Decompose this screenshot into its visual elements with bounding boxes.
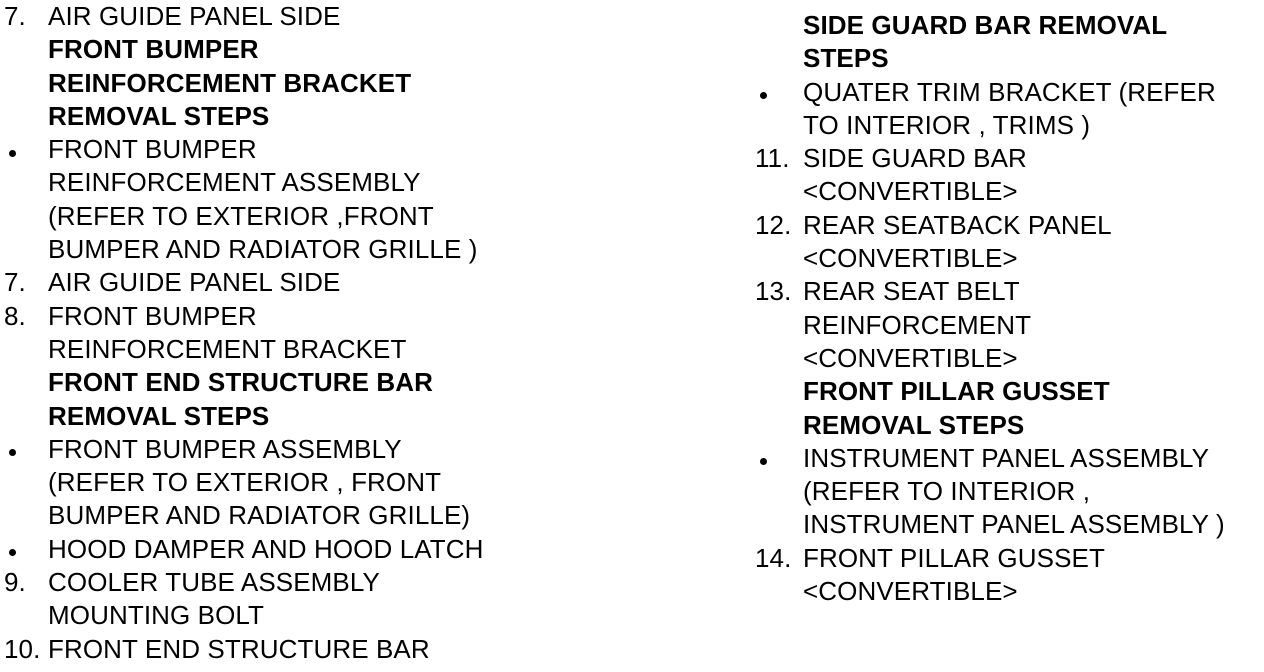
item-text: HOOD DAMPER AND HOOD LATCH — [48, 533, 484, 564]
item-text: FRONT BUMPER — [48, 300, 257, 331]
list-item: <CONVERTIBLE> — [755, 575, 1260, 608]
bullet-icon — [0, 433, 48, 466]
section-heading: FRONT PILLAR GUSSET — [755, 375, 1260, 408]
item-text: TO INTERIOR , TRIMS ) — [803, 109, 1091, 140]
item-text: REAR SEATBACK PANEL — [803, 209, 1112, 240]
list-item: INSTRUMENT PANEL ASSEMBLY ) — [755, 508, 1260, 541]
list-item: 13. REAR SEAT BELT — [755, 275, 1260, 308]
bullet-dot-icon — [9, 549, 16, 557]
list-item: (REFER TO EXTERIOR ,FRONT — [0, 200, 620, 233]
item-text: INSTRUMENT PANEL ASSEMBLY ) — [803, 509, 1225, 540]
item-text: REINFORCEMENT ASSEMBLY — [48, 167, 421, 198]
list-item: <CONVERTIBLE> — [755, 242, 1260, 275]
list-item: BUMPER AND RADIATOR GRILLE ) — [0, 233, 620, 266]
item-number: 11. — [755, 143, 790, 174]
bullet-dot-icon — [760, 458, 767, 466]
item-text: (REFER TO EXTERIOR ,FRONT — [48, 200, 434, 231]
list-item: 7. AIR GUIDE PANEL SIDE — [0, 266, 620, 299]
list-item: 14. FRONT PILLAR GUSSET — [755, 542, 1260, 575]
list-item: REINFORCEMENT BRACKET — [0, 333, 620, 366]
heading-text: REINFORCEMENT BRACKET — [48, 67, 412, 98]
section-heading: STEPS — [755, 42, 1260, 75]
heading-text: FRONT PILLAR GUSSET — [803, 376, 1110, 407]
list-item: TO INTERIOR , TRIMS ) — [755, 109, 1260, 142]
item-text: REAR SEAT BELT — [803, 276, 1020, 307]
list-item: <CONVERTIBLE> — [755, 342, 1260, 375]
item-number: 7. — [4, 1, 26, 31]
bullet-dot-icon — [9, 449, 16, 457]
item-text: (REFER TO INTERIOR , — [803, 476, 1091, 507]
list-item: 9. COOLER TUBE ASSEMBLY — [0, 566, 620, 599]
item-text: SIDE GUARD BAR — [803, 143, 1027, 174]
list-item: <CONVERTIBLE> — [755, 175, 1260, 208]
list-item: (REFER TO EXTERIOR , FRONT — [0, 466, 620, 499]
heading-text: FRONT END STRUCTURE BAR — [48, 367, 434, 398]
section-heading: FRONT BUMPER — [0, 33, 620, 66]
list-item: MOUNTING BOLT — [0, 599, 620, 632]
item-text: REINFORCEMENT BRACKET — [48, 333, 407, 364]
heading-text: REMOVAL STEPS — [48, 400, 270, 431]
heading-text: REMOVAL STEPS — [48, 100, 270, 131]
item-number: 12. — [755, 209, 792, 240]
item-text: <CONVERTIBLE> — [803, 342, 1018, 373]
item-text: <CONVERTIBLE> — [803, 243, 1018, 274]
item-text: <CONVERTIBLE> — [803, 576, 1018, 607]
item-text: (REFER TO EXTERIOR , FRONT — [48, 467, 442, 498]
item-text: FRONT BUMPER ASSEMBLY — [48, 433, 402, 464]
section-heading: REINFORCEMENT BRACKET — [0, 67, 620, 100]
item-text: BUMPER AND RADIATOR GRILLE) — [48, 500, 471, 531]
list-item: FRONT BUMPER ASSEMBLY — [0, 433, 620, 466]
bullet-icon — [755, 442, 803, 475]
list-item: INSTRUMENT PANEL ASSEMBLY — [755, 442, 1260, 475]
list-item: QUATER TRIM BRACKET (REFER — [755, 76, 1260, 109]
list-item: 7. AIR GUIDE PANEL SIDE — [0, 0, 620, 33]
item-text: FRONT BUMPER — [48, 134, 257, 165]
section-heading: SIDE GUARD BAR REMOVAL — [755, 9, 1260, 42]
item-number: 10. — [4, 633, 41, 664]
bullet-icon — [0, 533, 48, 566]
section-heading: REMOVAL STEPS — [755, 409, 1260, 442]
list-item: REINFORCEMENT ASSEMBLY — [0, 166, 620, 199]
list-item: REINFORCEMENT — [755, 309, 1260, 342]
section-heading: REMOVAL STEPS — [0, 100, 620, 133]
item-text: COOLER TUBE ASSEMBLY — [48, 567, 380, 598]
item-text: INSTRUMENT PANEL ASSEMBLY — [803, 442, 1210, 473]
list-item: HOOD DAMPER AND HOOD LATCH — [0, 533, 620, 566]
item-text: AIR GUIDE PANEL SIDE — [48, 1, 341, 31]
item-text: AIR GUIDE PANEL SIDE — [48, 267, 341, 298]
item-text: MOUNTING BOLT — [48, 600, 265, 631]
item-text: REINFORCEMENT — [803, 309, 1032, 340]
list-item: FRONT BUMPER — [0, 133, 620, 166]
section-heading: REMOVAL STEPS — [0, 400, 620, 433]
bullet-icon — [755, 76, 803, 109]
list-item: 12. REAR SEATBACK PANEL — [755, 209, 1260, 242]
item-number: 13. — [755, 276, 792, 307]
item-number: 8. — [4, 300, 26, 331]
item-text: BUMPER AND RADIATOR GRILLE ) — [48, 234, 478, 265]
heading-text: REMOVAL STEPS — [803, 409, 1025, 440]
item-text: FRONT PILLAR GUSSET — [803, 542, 1105, 573]
list-item: BUMPER AND RADIATOR GRILLE) — [0, 499, 620, 532]
heading-text: STEPS — [803, 43, 889, 74]
item-text: <CONVERTIBLE> — [803, 176, 1018, 207]
bullet-dot-icon — [9, 149, 16, 157]
item-text: FRONT END STRUCTURE BAR — [48, 633, 430, 664]
bullet-dot-icon — [760, 92, 767, 100]
item-number: 14. — [755, 542, 792, 573]
list-item: 11. SIDE GUARD BAR — [755, 142, 1260, 175]
bullet-icon — [0, 133, 48, 166]
list-item: 8. FRONT BUMPER — [0, 300, 620, 333]
item-number: 7. — [4, 267, 26, 298]
item-number: 9. — [4, 567, 26, 598]
list-item: 10.FRONT END STRUCTURE BAR — [0, 633, 620, 666]
heading-text: FRONT BUMPER — [48, 34, 259, 65]
list-item: (REFER TO INTERIOR , — [755, 475, 1260, 508]
section-heading: FRONT END STRUCTURE BAR — [0, 366, 620, 399]
item-text: QUATER TRIM BRACKET (REFER — [803, 76, 1216, 107]
heading-text: SIDE GUARD BAR REMOVAL — [803, 10, 1168, 40]
